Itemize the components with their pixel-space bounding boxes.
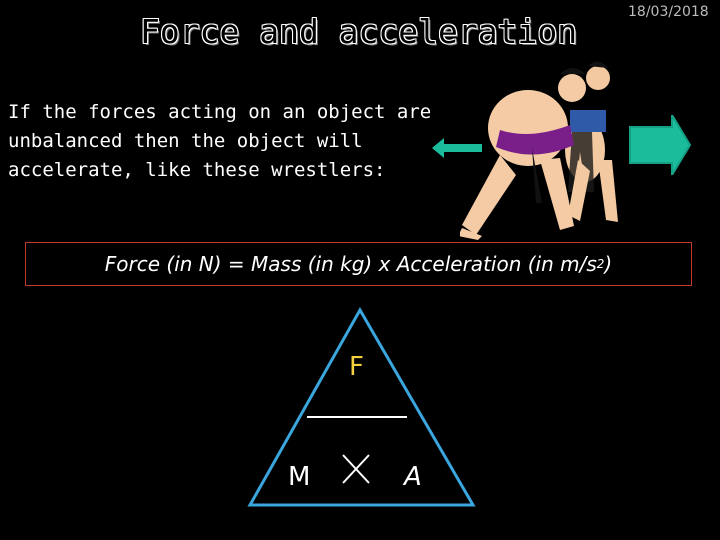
formula-end: ): [604, 252, 613, 276]
sumo-wrestlers-icon: [460, 61, 618, 240]
formula-text: Force (in N) = Mass (in kg) x Accelerati…: [104, 252, 597, 276]
triangle-label-m: M: [288, 462, 311, 492]
slide-title: Force and acceleration: [140, 12, 578, 51]
triangle-label-f: F: [349, 352, 364, 382]
arrow-left-icon: [432, 138, 482, 158]
triangle-label-a: A: [404, 462, 422, 492]
multiply-sign-b: [342, 454, 370, 484]
body-text: If the forces acting on an object are un…: [8, 101, 432, 181]
slide-date: 18/03/2018: [628, 4, 709, 20]
triangle-outline: [247, 306, 476, 507]
formula-superscript: 2: [596, 257, 605, 271]
formula-triangle: [247, 306, 476, 507]
formula-box: Force (in N) = Mass (in kg) x Accelerati…: [25, 242, 692, 286]
arrow-right-icon: [629, 115, 692, 175]
